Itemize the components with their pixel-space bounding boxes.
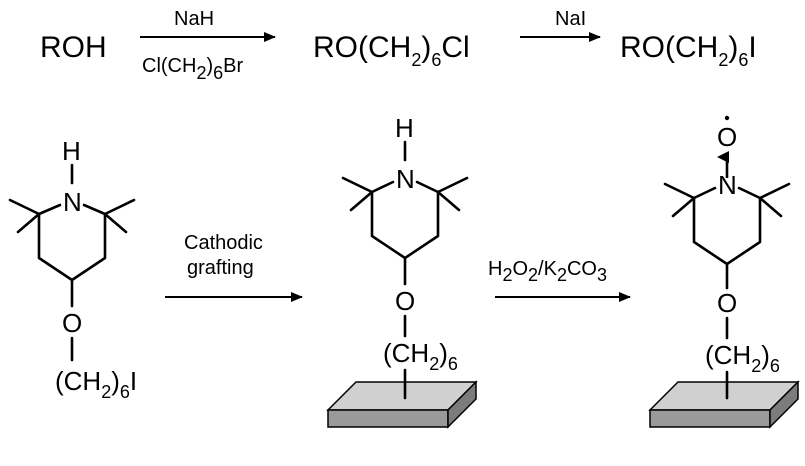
label-grafting: grafting bbox=[187, 257, 254, 279]
molecule-2-grafted-amine: H N O (CH2)6 bbox=[326, 113, 478, 429]
methyl-bond bbox=[758, 182, 791, 200]
methyl-bond bbox=[8, 198, 41, 216]
oxygen-label: O bbox=[717, 288, 737, 318]
electrode-side-face bbox=[447, 380, 477, 429]
methyl-bond bbox=[103, 212, 128, 234]
hexyl-chain: (CH2)6 bbox=[705, 340, 780, 376]
reagent-nai: NaI bbox=[555, 8, 586, 30]
methyl-bond bbox=[671, 196, 696, 218]
electrode-front-face bbox=[327, 409, 449, 428]
methyl-bond bbox=[663, 182, 696, 200]
nh-hydrogen-label: H bbox=[395, 113, 414, 143]
nitrogen-label: N bbox=[718, 170, 737, 200]
methyl-bond bbox=[436, 190, 461, 212]
nitrogen-label: N bbox=[396, 164, 415, 194]
molecule-1-tmp-ether-iodide: H N O (CH2)6I bbox=[8, 136, 137, 402]
radical-dot bbox=[724, 115, 730, 121]
methyl-bond bbox=[103, 198, 136, 216]
oxygen-label: O bbox=[62, 308, 82, 338]
methyl-bond bbox=[436, 176, 469, 194]
nh-hydrogen-label: H bbox=[62, 136, 81, 166]
hexyl-iodide-chain: (CH2)6I bbox=[55, 366, 137, 402]
hexyl-chain: (CH2)6 bbox=[383, 338, 458, 374]
intermediate-chloride: RO(CH2)6Cl bbox=[313, 31, 470, 70]
methyl-bond bbox=[349, 190, 374, 212]
label-cathodic: Cathodic bbox=[184, 232, 263, 254]
methyl-bond bbox=[341, 176, 374, 194]
nitrogen-label: N bbox=[63, 187, 82, 217]
reagent-cl-hexyl-br: Cl(CH2)6Br bbox=[142, 55, 243, 83]
radical-oxygen-label: O bbox=[717, 122, 737, 152]
label-h2o2-k2co3: H2O2/K2CO3 bbox=[488, 258, 607, 285]
electrode-side-face bbox=[769, 380, 799, 429]
methyl-bond bbox=[758, 196, 783, 218]
electrode-front-face bbox=[649, 409, 771, 428]
molecule-3-grafted-nitroxide: O N O (CH2)6 bbox=[648, 115, 800, 429]
product-iodide: RO(CH2)6I bbox=[620, 31, 757, 70]
methyl-bond bbox=[16, 212, 41, 234]
reactant-roh: ROH bbox=[40, 31, 107, 64]
oxygen-label: O bbox=[395, 286, 415, 316]
reagent-nah: NaH bbox=[174, 8, 214, 30]
